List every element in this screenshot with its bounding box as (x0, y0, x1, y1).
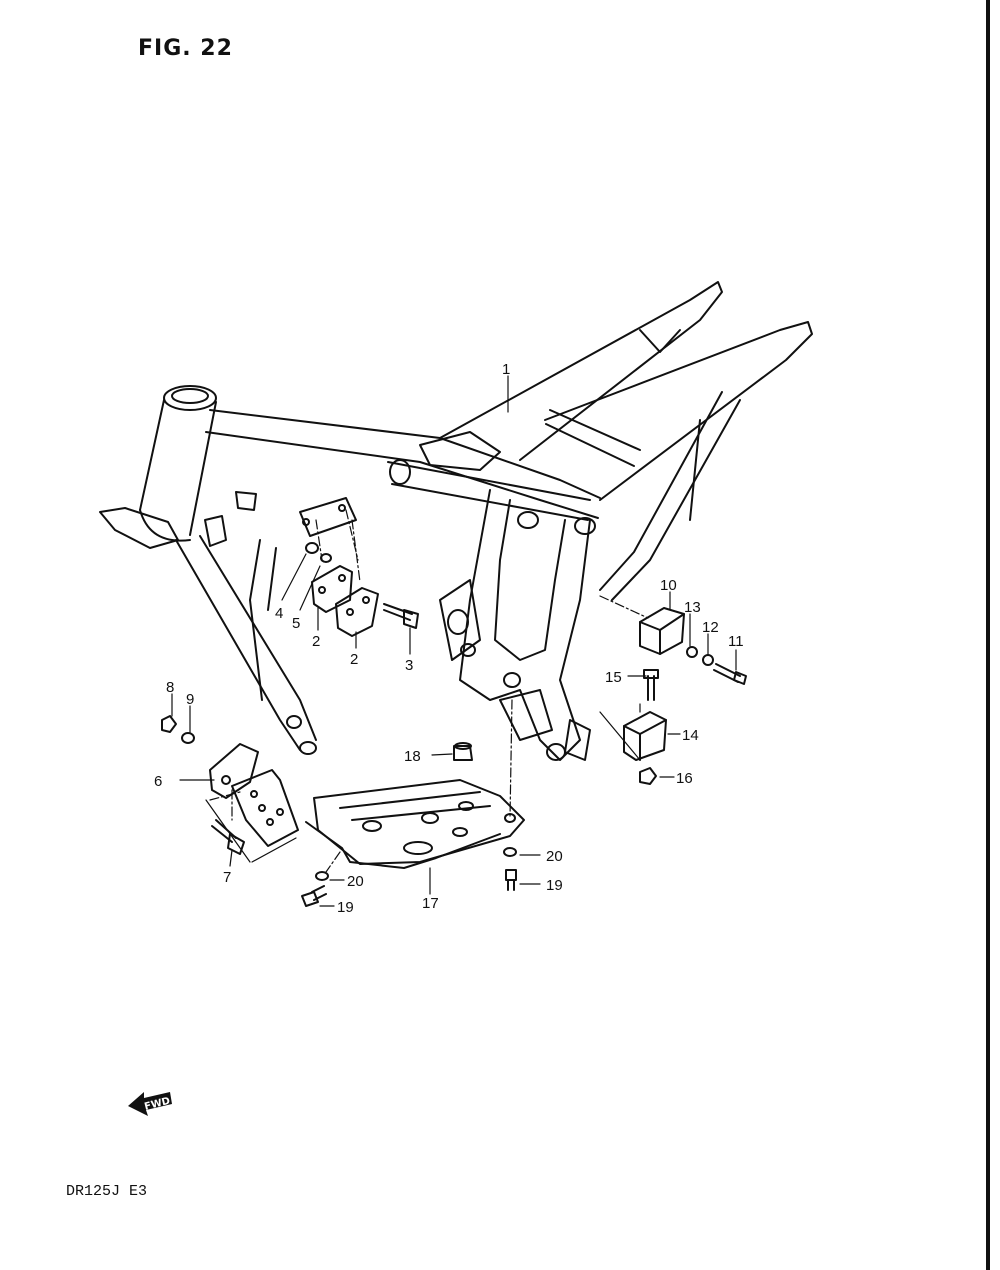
part-label-7: 7 (223, 869, 231, 886)
part-label-2b: 2 (350, 651, 358, 668)
part-label-4: 4 (275, 605, 283, 622)
leader-lines (171, 375, 737, 907)
engine-mount-bracket-group (305, 542, 419, 637)
page-edge-rule (986, 0, 990, 1270)
part-label-20b: 20 (347, 873, 364, 890)
part-label-2a: 2 (312, 633, 320, 650)
part-label-14: 14 (682, 727, 699, 744)
main-frame (99, 281, 813, 761)
figure-title: FIG. 22 (138, 36, 233, 61)
part-labels: 1 2 2 3 4 5 6 7 8 9 10 11 12 13 14 15 16… (154, 361, 744, 916)
fwd-arrow-icon: FWD (128, 1092, 172, 1116)
part-label-5: 5 (292, 615, 300, 632)
front-lower-plate-group (161, 715, 299, 855)
part-label-16: 16 (676, 770, 693, 787)
rubber-block-group (623, 607, 747, 785)
skid-plate-group (301, 742, 525, 907)
part-label-18: 18 (404, 748, 421, 765)
part-label-10: 10 (660, 577, 677, 594)
part-label-3: 3 (405, 657, 413, 674)
part-label-6: 6 (154, 773, 162, 790)
part-label-11: 11 (728, 633, 744, 650)
part-label-9: 9 (186, 691, 194, 708)
part-label-1: 1 (502, 361, 510, 378)
model-code: DR125J E3 (66, 1183, 148, 1200)
assembly-guide-lines (209, 509, 649, 873)
part-label-15: 15 (605, 669, 622, 686)
part-label-8: 8 (166, 679, 174, 696)
part-label-20a: 20 (546, 848, 563, 865)
part-label-13: 13 (684, 599, 701, 616)
part-label-17: 17 (422, 895, 439, 912)
part-label-19b: 19 (337, 899, 354, 916)
part-label-12: 12 (702, 619, 719, 636)
part-label-19a: 19 (546, 877, 563, 894)
